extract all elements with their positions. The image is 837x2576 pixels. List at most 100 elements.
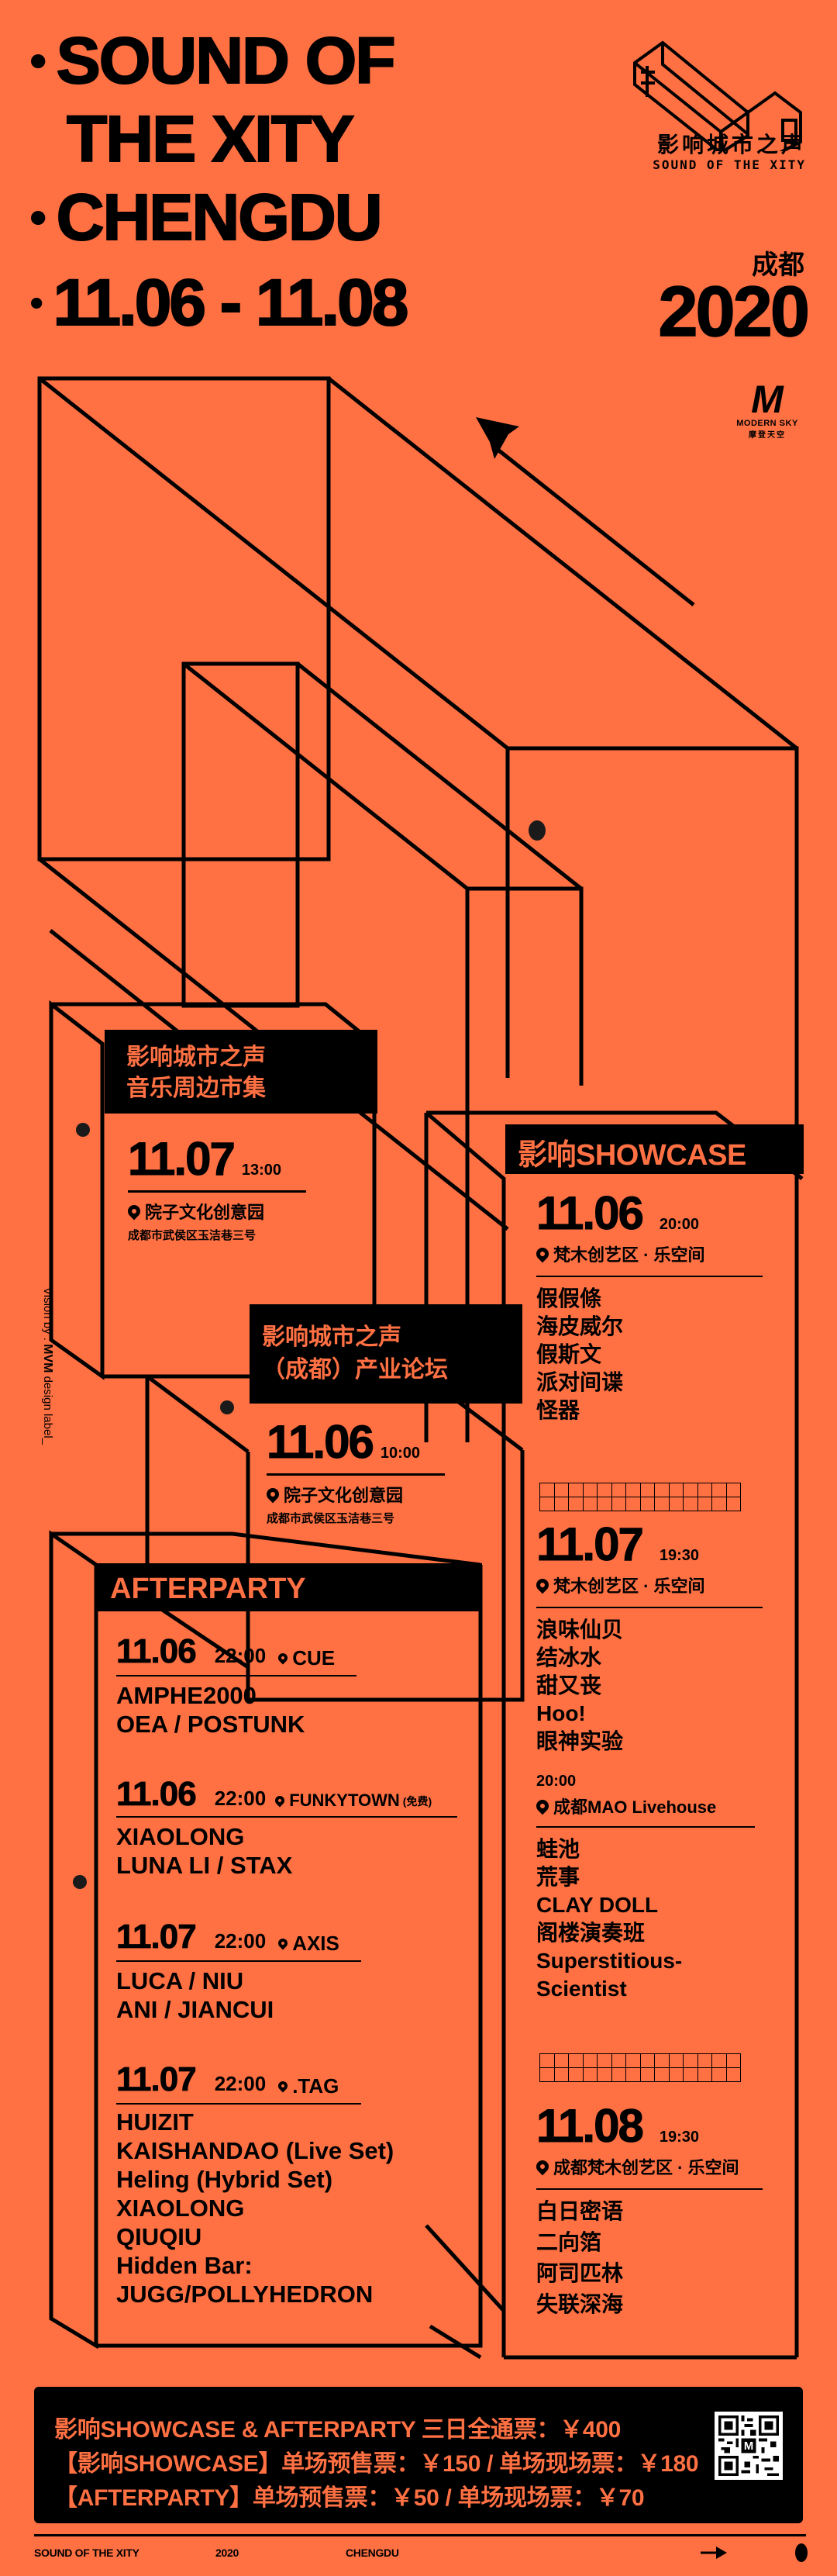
- hero-title-line-1: SOUND OF: [31, 27, 397, 94]
- door-knob-icon: [76, 1123, 90, 1137]
- artist-name: Superstitious-: [536, 1949, 683, 1973]
- afterparty-event-venue: CUE: [292, 1645, 336, 1670]
- afterparty-event-time: 22:00: [214, 1929, 267, 1953]
- artist-name: 二向箔: [536, 2230, 602, 2254]
- afterparty-event-time: 22:00: [214, 2072, 267, 2095]
- location-pin-icon: [533, 2157, 552, 2176]
- artist-name: 浪味仙贝: [536, 1618, 624, 1642]
- bullet-dot-icon: [31, 210, 46, 225]
- ticket-line-pass: 影响SHOWCASE & AFTERPARTY 三日全通票：￥400: [54, 2417, 621, 2443]
- artist-name: JUGG/POLLYHEDRON: [116, 2280, 374, 2308]
- location-pin-icon: [533, 1576, 552, 1594]
- afterparty-event-date: 11.06: [116, 1632, 197, 1670]
- artist-name: XIAOLONG: [116, 1823, 245, 1850]
- showcase-day-2: 11.07 19:30 梵木创艺区 · 乐空间 浪味仙贝 结冰水 甜又丧 Hoo…: [533, 1521, 777, 2003]
- afterparty-event-venue: FUNKYTOWN: [289, 1790, 400, 1810]
- artist-name: LUNA LI / STAX: [116, 1852, 293, 1879]
- location-pin-icon: [533, 1797, 552, 1815]
- artist-name: XIAOLONG: [116, 2194, 245, 2222]
- design-credit: Vision by : MVM design label_: [41, 1287, 54, 1445]
- afterparty-event-3: 11.07 22:00 AXIS LUCA / NIU ANI / JIANCU…: [116, 1918, 473, 2024]
- modern-sky-m-icon: M: [751, 378, 784, 421]
- bullet-dot-icon: [31, 54, 46, 68]
- showcase-day-3-date: 11.08: [536, 2100, 645, 2152]
- artist-name: OEA / POSTUNK: [116, 1710, 305, 1738]
- logo-name-en: SOUND OF THE XITY: [653, 157, 806, 172]
- forum-date: 11.06: [267, 1416, 375, 1468]
- afterparty-event-time: 22:00: [214, 1787, 267, 1810]
- showcase-header: 影响SHOWCASE: [505, 1124, 804, 1174]
- market-title-line-2: 音乐周边市集: [126, 1076, 266, 1101]
- artist-name: 派对间谍: [536, 1370, 624, 1394]
- artist-name: 甜又丧: [536, 1673, 602, 1697]
- year: 2020: [658, 271, 811, 352]
- location-pin-icon: [273, 1794, 287, 1808]
- showcase-day-2-second-venue: 成都MAO Livehouse: [553, 1797, 717, 1817]
- grid-divider: [539, 2053, 741, 2082]
- showcase-day-3-venue: 成都梵木创艺区 · 乐空间: [553, 2158, 739, 2177]
- footer-year: 2020: [215, 2547, 239, 2559]
- qr-code-icon[interactable]: M: [715, 2412, 783, 2480]
- showcase-day-2-time: 19:30: [659, 1547, 699, 1564]
- artist-name: 怪器: [536, 1398, 580, 1422]
- artist-name: Hidden Bar:: [116, 2251, 253, 2279]
- showcase-day-1-venue: 梵木创艺区 · 乐空间: [553, 1245, 705, 1265]
- door-knob-icon: [220, 1400, 234, 1414]
- modern-sky-logo: M MODERN SKY 摩登天空: [728, 380, 806, 440]
- artist-name: Heling (Hybrid Set): [116, 2165, 333, 2193]
- forum-venue: 院子文化创意园: [284, 1486, 404, 1505]
- hero-title-line-3: CHENGDU: [31, 184, 384, 250]
- market-date: 11.07: [128, 1133, 236, 1185]
- artist-name: 荒事: [536, 1865, 580, 1889]
- market-header: 影响城市之声 音乐周边市集: [105, 1030, 377, 1114]
- sound-of-the-xity-logo-icon: [633, 40, 802, 151]
- artist-name: AMPHE2000: [116, 1681, 257, 1709]
- market-address: 成都市武侯区玉洁巷三号: [128, 1229, 257, 1242]
- artist-name: 假假條: [536, 1286, 602, 1310]
- artist-name: KAISHANDAO (Live Set): [116, 2136, 394, 2164]
- artist-name: 结冰水: [536, 1645, 602, 1670]
- artist-name: LUCA / NIU: [116, 1967, 244, 1994]
- hero-title-line-2: THE XITY: [66, 102, 355, 175]
- showcase-day-1-time: 20:00: [659, 1216, 699, 1233]
- forum-header: 影响城市之声 （成都）产业论坛: [250, 1304, 522, 1404]
- showcase-day-3-time: 19:30: [659, 2129, 699, 2146]
- artist-name: ANI / JIANCUI: [116, 1995, 274, 2023]
- artist-name: 阁楼演奏班: [536, 1921, 646, 1945]
- artist-name: 阿司匹林: [536, 2261, 624, 2285]
- modern-sky-name-en: MODERN SKY: [736, 419, 798, 428]
- forum-body: 11.06 10:00 院子文化创意园 成都市武侯区玉洁巷三号: [264, 1416, 499, 1526]
- modern-sky-name-cn: 摩登天空: [749, 431, 786, 440]
- afterparty-event-date: 11.07: [116, 2060, 197, 2098]
- showcase-day-2-second-time: 20:00: [536, 1773, 577, 1790]
- logo-name-cn: 影响城市之声: [656, 133, 806, 157]
- location-pin-icon: [264, 1485, 282, 1504]
- afterparty-event-date: 11.06: [116, 1775, 197, 1813]
- afterparty-event-time: 22:00: [214, 1644, 267, 1667]
- hero-date-range: 11.06 - 11.08: [31, 269, 409, 336]
- showcase-day-2-venue: 梵木创艺区 · 乐空间: [553, 1576, 705, 1596]
- footer-brand: SOUND OF THE XITY: [34, 2547, 140, 2559]
- ticket-info-panel: 影响SHOWCASE & AFTERPARTY 三日全通票：￥400 【影响SH…: [34, 2387, 803, 2523]
- artist-name: Scientist: [536, 1977, 627, 2001]
- artist-name: HUIZIT: [116, 2108, 194, 2136]
- artist-name: 眼神实验: [536, 1729, 624, 1753]
- location-pin-icon: [533, 1245, 552, 1263]
- afterparty-event-1: 11.06 22:00 CUE AMPHE2000 OEA / POSTUNK: [116, 1632, 473, 1739]
- location-pin-icon: [276, 1936, 290, 1950]
- forum-title-line-1: 影响城市之声: [262, 1324, 401, 1350]
- grid-divider: [539, 1483, 741, 1511]
- artist-name: 海皮威尔: [536, 1314, 624, 1338]
- forum-title-line-2: （成都）产业论坛: [262, 1357, 448, 1383]
- afterparty-event-note: (免费): [402, 1795, 432, 1808]
- ticket-line-showcase: 【影响SHOWCASE】单场预售票：￥150 / 单场现场票：￥180: [54, 2451, 699, 2477]
- afterparty-event-venue: AXIS: [292, 1931, 339, 1955]
- showcase-day-1-date: 11.06: [536, 1187, 645, 1239]
- market-title-line-1: 影响城市之声: [126, 1045, 266, 1070]
- afterparty-event-date: 11.07: [116, 1918, 197, 1956]
- afterparty-event-4: 11.07 22:00 .TAG HUIZIT KAISHANDAO (Live…: [116, 2060, 480, 2308]
- artist-name: CLAY DOLL: [536, 1893, 659, 1917]
- door-knob-icon: [73, 1875, 87, 1889]
- market-time: 13:00: [241, 1162, 281, 1179]
- afterparty-event-venue: .TAG: [292, 2074, 339, 2098]
